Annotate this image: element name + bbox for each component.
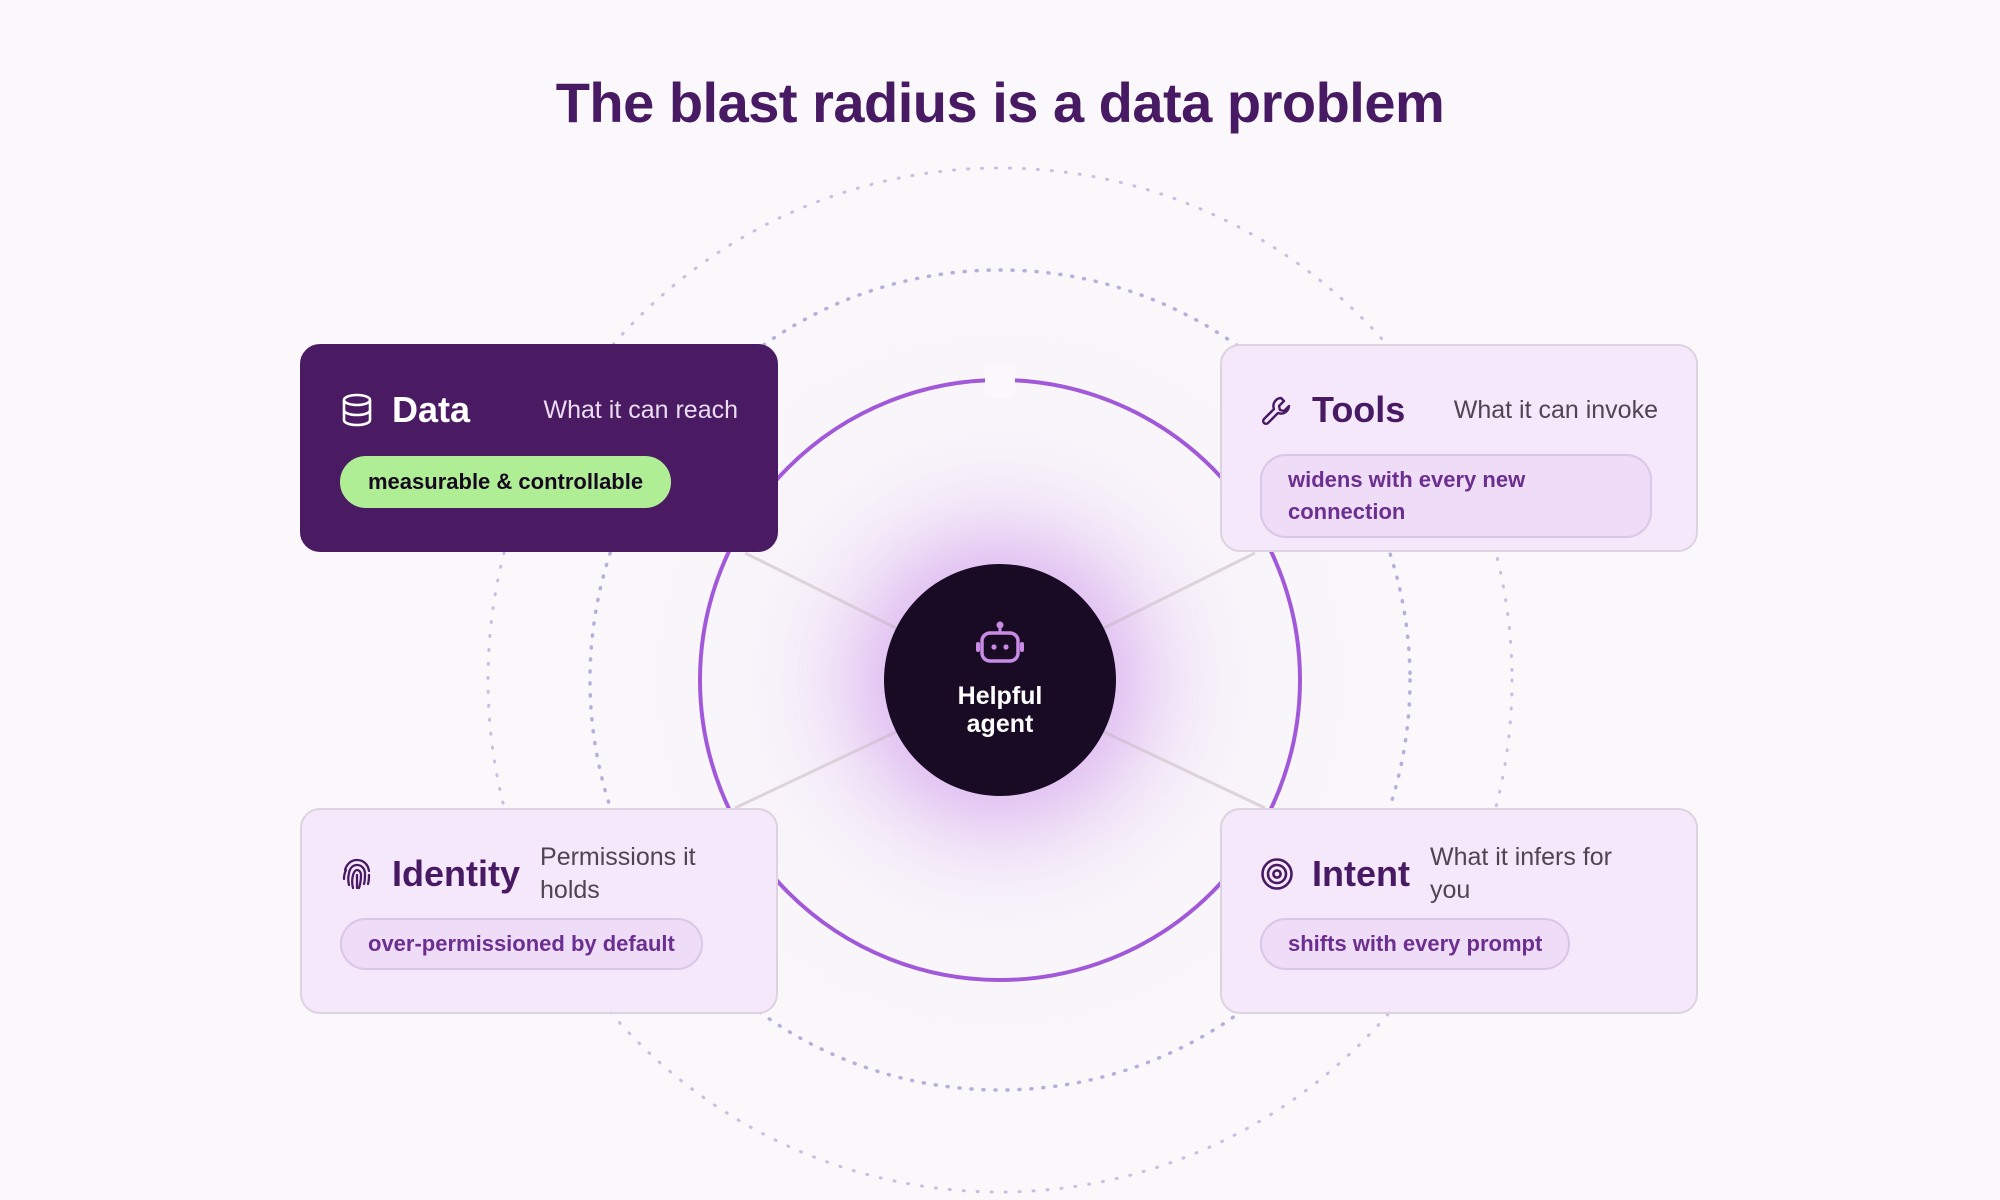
robot-icon [976,621,1024,663]
card-data-title: Data [392,389,471,430]
card-intent: Intent What it infers for you shifts wit… [1220,808,1698,1014]
card-tools: Tools What it can invoke widens with eve… [1220,344,1698,552]
card-intent-tag: shifts with every prompt [1260,918,1571,970]
card-data-tag: measurable & controllable [340,456,672,508]
agent-hub: Helpful agent [884,564,1116,796]
outer-dotted-ring [486,166,1514,1194]
connector-intent [1099,728,1266,810]
page-title: The blast radius is a data problem [555,71,1445,134]
connector-data [744,551,901,632]
inner-dotted-ring [588,268,1412,1092]
hub-label: Helpful agent [957,682,1043,738]
database-icon [342,393,372,427]
card-intent-title: Intent [1312,853,1410,894]
card-data-subtitle: What it can reach [543,395,738,424]
card-tools-subtitle: What it can invoke [1453,395,1658,424]
card-identity: Identity Permissions it holds over-permi… [300,808,778,1014]
ring-gap-marker [985,364,1015,398]
card-tools-title: Tools [1312,389,1406,430]
connector-tools [1099,551,1256,632]
card-identity-tag: over-permissioned by default [340,918,703,970]
card-identity-subtitle: Permissions it holds [540,843,696,904]
fingerprint-icon [342,858,371,890]
wrench-icon [1261,396,1291,426]
connector-identity [734,728,901,810]
card-data: Data What it can reach measurable & cont… [300,344,778,552]
target-icon [1261,858,1293,890]
card-tools-tag: widens with every new connection [1260,454,1652,538]
card-intent-subtitle: What it infers for you [1429,843,1612,904]
card-identity-title: Identity [392,853,521,894]
